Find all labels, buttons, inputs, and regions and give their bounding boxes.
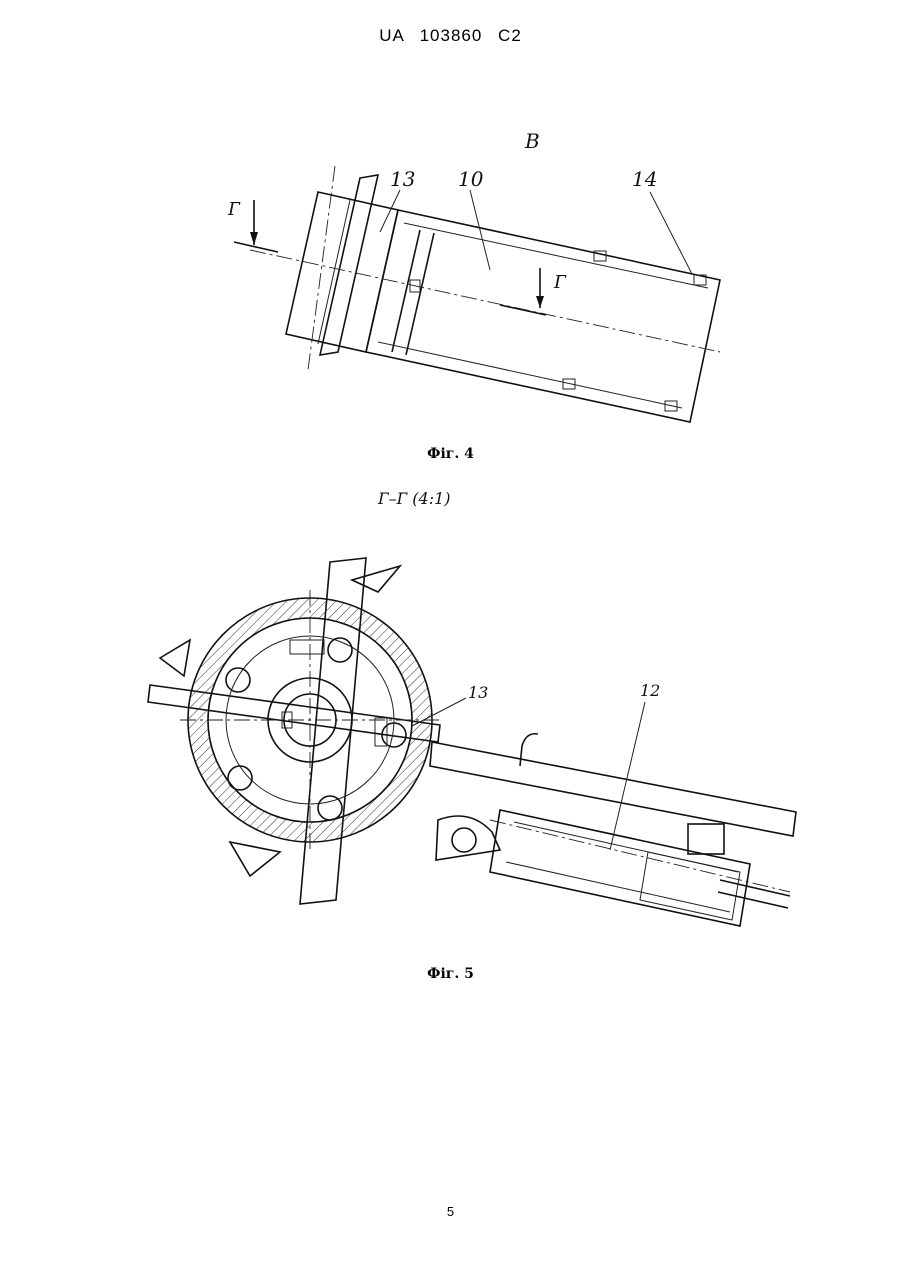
part-label-13: 13	[468, 683, 488, 702]
figure-5-drawing: Г–Г (4:1) 13 12	[140, 480, 800, 950]
figure-4-drawing: В Г Г 13 10 14	[220, 120, 740, 440]
part-label-13: 13	[390, 167, 415, 191]
part-label-12: 12	[640, 681, 660, 700]
patent-header: UA 103860 C2	[0, 26, 901, 46]
part-label-10: 10	[458, 167, 484, 191]
section-mark-right: Г	[553, 272, 567, 293]
part-label-14: 14	[632, 167, 657, 191]
figure-5-caption: Фіг. 5	[0, 966, 901, 982]
figure-4-caption: Фіг. 4	[0, 446, 901, 462]
page-number: 5	[0, 1204, 901, 1219]
view-label-b: В	[524, 129, 540, 153]
section-title: Г–Г (4:1)	[377, 489, 451, 508]
section-mark-left: Г	[227, 199, 241, 220]
